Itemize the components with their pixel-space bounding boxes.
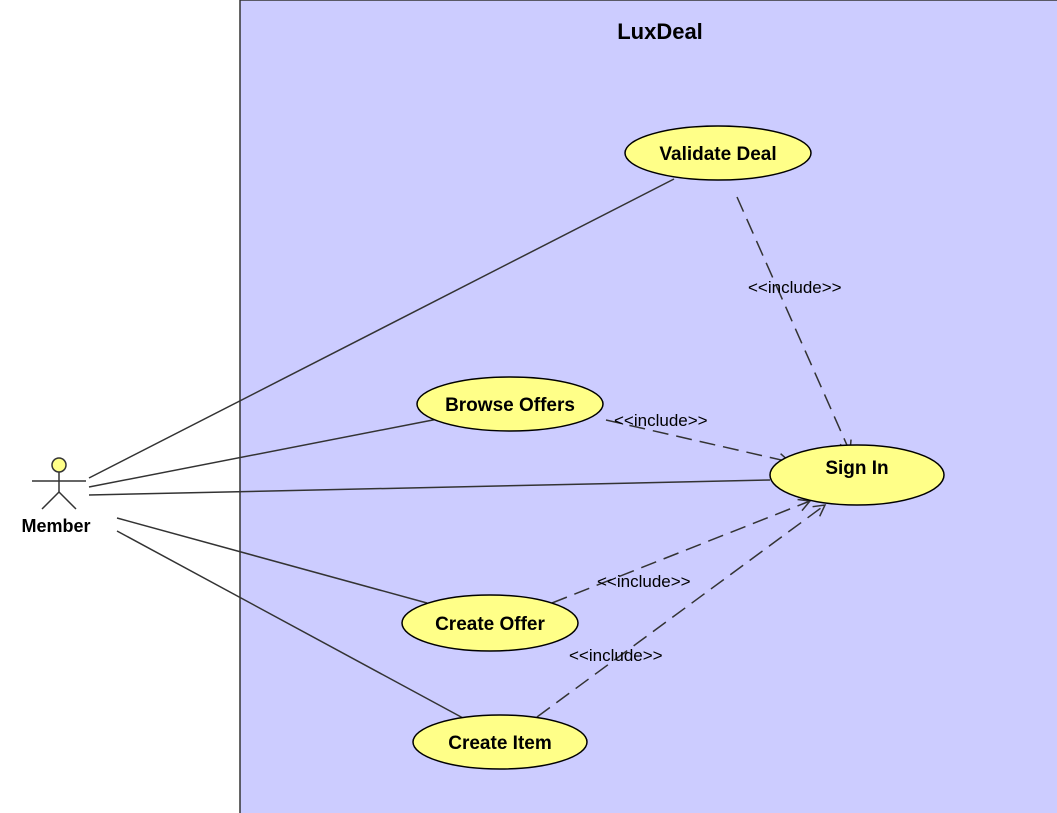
- use-case-shape: [412, 714, 588, 770]
- use-case-label: Create Item: [448, 733, 552, 754]
- association-validate-deal: [88, 178, 675, 479]
- use-case-label: Sign In: [825, 458, 888, 479]
- member-actor[interactable]: Member: [21, 457, 91, 536]
- include-edge-offer: [551, 498, 812, 604]
- use-case-sign-in[interactable]: Sign In: [769, 444, 945, 506]
- use-case-create-item[interactable]: Create Item: [412, 714, 588, 770]
- include-label-item: <<include>>: [569, 646, 663, 665]
- association-browse-offers: [88, 418, 439, 488]
- include-label-validate: <<include>>: [748, 278, 842, 297]
- use-case-create-offer[interactable]: Create Offer: [401, 594, 579, 652]
- association-sign-in: [88, 479, 771, 496]
- association-create-item: [116, 530, 464, 719]
- use-case-label: Browse Offers: [445, 395, 575, 416]
- actor-right-leg: [58, 491, 77, 510]
- include-label-browse: <<include>>: [614, 411, 708, 430]
- actor-label: Member: [21, 516, 90, 536]
- actor-left-leg: [41, 491, 60, 510]
- use-case-shape: [769, 444, 945, 506]
- system-title: LuxDeal: [617, 19, 703, 44]
- use-case-label: Validate Deal: [659, 144, 776, 165]
- use-case-label: Create Offer: [435, 614, 545, 635]
- use-case-browse-offers[interactable]: Browse Offers: [416, 376, 604, 432]
- use-case-validate-deal[interactable]: Validate Deal: [624, 125, 812, 181]
- include-edge-browse: [605, 419, 792, 467]
- include-edge-item: [536, 504, 827, 718]
- use-case-shape: [401, 594, 579, 652]
- actor-head-icon: [51, 457, 67, 473]
- system-boundary: [239, 0, 1057, 813]
- include-label-offer: <<include>>: [597, 572, 691, 591]
- association-create-offer: [116, 517, 428, 604]
- use-case-shape: [416, 376, 604, 432]
- use-case-shape: [624, 125, 812, 181]
